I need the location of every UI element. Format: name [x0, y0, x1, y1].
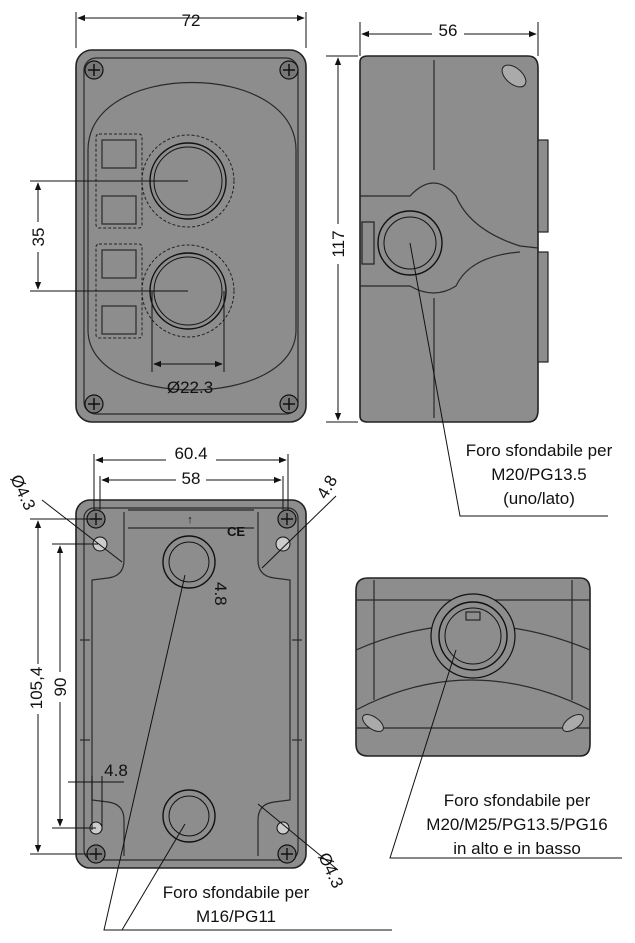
dim-mount-hole-top: Ø4.3 [6, 472, 39, 513]
dim-button-spacing: 35 [29, 228, 48, 247]
dim-mount-hole-bottom: Ø4.3 [314, 850, 347, 891]
ce-mark-icon: CE [227, 524, 245, 539]
dim-hole-diameter: Ø22.3 [167, 378, 213, 397]
side-note-line1: Foro sfondabile per [466, 441, 613, 460]
front-view: 72 35 Ø22.3 [27, 11, 307, 423]
knockout-hole-back-bottom [162, 789, 216, 843]
knockout-hole-back-top [162, 535, 216, 589]
bottom-note-line3: in alto e in basso [453, 839, 581, 858]
dim-height-outer: 105,4 [27, 667, 46, 710]
mount-screw-icon [277, 509, 297, 529]
bottom-note-line2: M20/M25/PG13.5/PG16 [426, 815, 607, 834]
side-note-line2: M20/PG13.5 [491, 465, 586, 484]
bottom-view: Foro sfondabile per M20/M25/PG13.5/PG16 … [355, 577, 622, 859]
side-note-line3: (uno/lato) [503, 489, 575, 508]
dim-height-117: 117 [329, 230, 348, 257]
dim-slot-bottom: 4.8 [104, 761, 128, 780]
dim-depth-56: 56 [439, 21, 458, 40]
dim-outer-mount: 60.4 [174, 444, 207, 463]
screw-icon [84, 60, 104, 80]
screw-icon [279, 60, 299, 80]
dim-width-72: 72 [182, 11, 201, 30]
dim-slot-top: 4.8 [313, 472, 341, 502]
side-view: 56 117 Foro sfondabile per M20/PG13.5 (u… [326, 18, 613, 517]
arrow-up-icon: ↑ [187, 514, 193, 526]
dim-inner-mount: 58 [182, 469, 201, 488]
dim-slot-center: 4.8 [211, 582, 230, 606]
mount-screw-icon [86, 844, 106, 864]
knockout-hole-bottom-view [430, 593, 516, 679]
mount-screw-icon [277, 844, 297, 864]
back-note-line1: Foro sfondabile per [163, 883, 310, 902]
screw-icon [84, 394, 104, 414]
bottom-note-line1: Foro sfondabile per [444, 791, 591, 810]
screw-icon [279, 394, 299, 414]
dim-height-inner: 90 [51, 678, 70, 697]
back-note-line2: M16/PG11 [196, 907, 276, 926]
back-view: ↑ CE 60.4 58 Ø4.3 4.8 4.8 105,4 90 [6, 443, 392, 931]
